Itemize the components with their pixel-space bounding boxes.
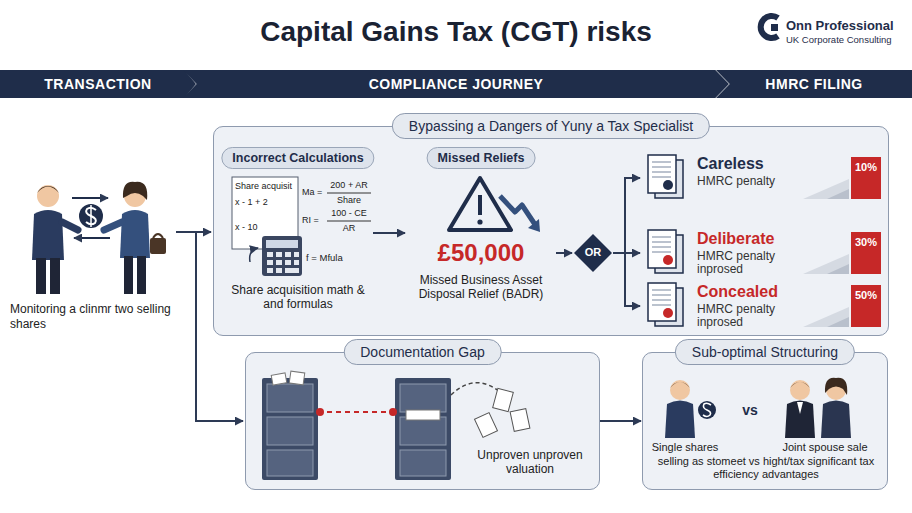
bar-ramp xyxy=(827,317,849,327)
document-line xyxy=(652,294,671,295)
header-band: TRANSACTION xyxy=(0,70,196,98)
bar-ramp xyxy=(803,307,849,327)
bar-ramp xyxy=(827,264,849,274)
document-line xyxy=(652,176,671,177)
node-heading: OR xyxy=(573,246,613,258)
connector xyxy=(556,252,572,254)
band-label: HMRC FILING xyxy=(716,76,912,92)
node-text: HMRC penalty inprosed xyxy=(697,250,797,276)
panel-ground xyxy=(245,352,600,490)
document-line xyxy=(652,171,671,172)
stamp xyxy=(663,180,673,190)
bar-ramp xyxy=(803,179,849,199)
document-line xyxy=(652,161,671,162)
label: 200 + AR xyxy=(327,180,371,190)
label: Monitoring a clinmr two selling shares xyxy=(10,302,178,332)
risk-group: DeliberateHMRC penalty inprosed 30% xyxy=(641,228,883,278)
warning-icon xyxy=(449,178,540,232)
risk-group: ConcealedHMRC penalty inprosed 50% xyxy=(641,281,883,331)
client-figures xyxy=(32,182,166,294)
label: Ma = xyxy=(302,187,322,197)
document-icon xyxy=(648,230,676,268)
document-line xyxy=(652,289,671,290)
connector xyxy=(613,253,640,306)
label: selling as stomeet vs hight/tax signific… xyxy=(650,455,882,481)
document-line xyxy=(652,241,671,242)
document-line xyxy=(652,246,671,247)
node-text: Share acquisition math & and formulas xyxy=(223,283,373,311)
penalty-bar xyxy=(851,285,881,327)
penalty-rate: 10% xyxy=(851,161,881,173)
bar-ramp xyxy=(803,254,849,274)
label: Share acquisit xyxy=(235,181,292,191)
header-band: HMRC FILING xyxy=(716,70,912,98)
node-heading: Deliberate xyxy=(697,230,774,248)
diamond-outline xyxy=(574,234,612,272)
band-label: TRANSACTION xyxy=(0,76,196,92)
label: Share xyxy=(327,195,371,205)
stamp xyxy=(663,255,673,265)
document-line xyxy=(652,236,671,237)
document-line xyxy=(652,299,671,300)
node-heading: Sub-optimal Structuring xyxy=(675,339,855,365)
label: AR xyxy=(327,223,371,233)
logo-icon xyxy=(761,16,778,38)
logo-text: UK Corporate Consulting xyxy=(786,34,892,45)
logo-text: Onn Professional xyxy=(786,18,894,33)
document-line xyxy=(652,304,671,305)
label: f = Mfula xyxy=(306,252,343,263)
band-label: COMPLIANCE JOURNEY xyxy=(183,76,729,92)
risk-group: Missed Reliefs £50,000Missed Business Ass… xyxy=(406,147,556,323)
node-heading: Documentation Gap xyxy=(343,339,502,365)
node-heading: Missed Reliefs xyxy=(427,147,536,169)
penalty-bar xyxy=(851,157,881,199)
node-heading: Bypassing a Dangers of Yuny a Tax Specia… xyxy=(392,113,710,139)
penalty-rate: 50% xyxy=(851,289,881,301)
document-icon xyxy=(648,155,676,193)
amount: £50,000 xyxy=(406,239,556,267)
bar-ramp xyxy=(827,189,849,199)
connector xyxy=(613,178,640,253)
header-band: COMPLIANCE JOURNEY xyxy=(183,70,729,98)
structuring-figures xyxy=(665,378,851,438)
label: Unproven unproven valuation xyxy=(470,448,590,476)
label: vs xyxy=(730,402,770,418)
title: Capital Gains Tax (CGT) risks xyxy=(120,16,792,48)
node-text: Missed Business Asset Disposal Relief (B… xyxy=(406,273,556,301)
panel-ground xyxy=(642,352,888,490)
risk-group: Incorrect CalculationsShare acquisition … xyxy=(223,147,373,319)
document-line xyxy=(652,166,671,167)
document-line xyxy=(652,251,671,252)
penalty-rate: 30% xyxy=(851,236,881,248)
flow-arrow xyxy=(176,231,211,233)
node-heading: Concealed xyxy=(697,283,778,301)
document-icon xyxy=(648,283,676,321)
filing-cabinets xyxy=(262,371,530,480)
label: RI = xyxy=(302,215,319,225)
calculator-icon xyxy=(250,236,302,276)
stamp xyxy=(663,308,673,318)
node-heading: Careless xyxy=(697,155,764,173)
node-text: HMRC penalty inprosed xyxy=(697,303,797,329)
connector xyxy=(600,420,641,422)
risk-group: CarelessHMRC penalty 10% xyxy=(641,153,883,203)
label: Joint spouse sale xyxy=(770,441,880,453)
connector xyxy=(373,232,405,234)
node-text: HMRC penalty xyxy=(697,175,797,188)
label: x - 1 + 2 xyxy=(235,197,268,207)
panel-ground xyxy=(213,126,889,336)
penalty-bar xyxy=(851,232,881,274)
label: 100 - CE xyxy=(327,208,371,218)
node-heading: Incorrect Calculations xyxy=(221,147,374,169)
flow-arrow xyxy=(196,232,243,421)
label: x - 10 xyxy=(235,222,258,232)
risk-panel: Bypassing a Dangers of Yuny a Tax Specia… xyxy=(213,126,889,336)
label: Single shares xyxy=(640,441,730,453)
decision-diamond: OR xyxy=(573,233,613,273)
